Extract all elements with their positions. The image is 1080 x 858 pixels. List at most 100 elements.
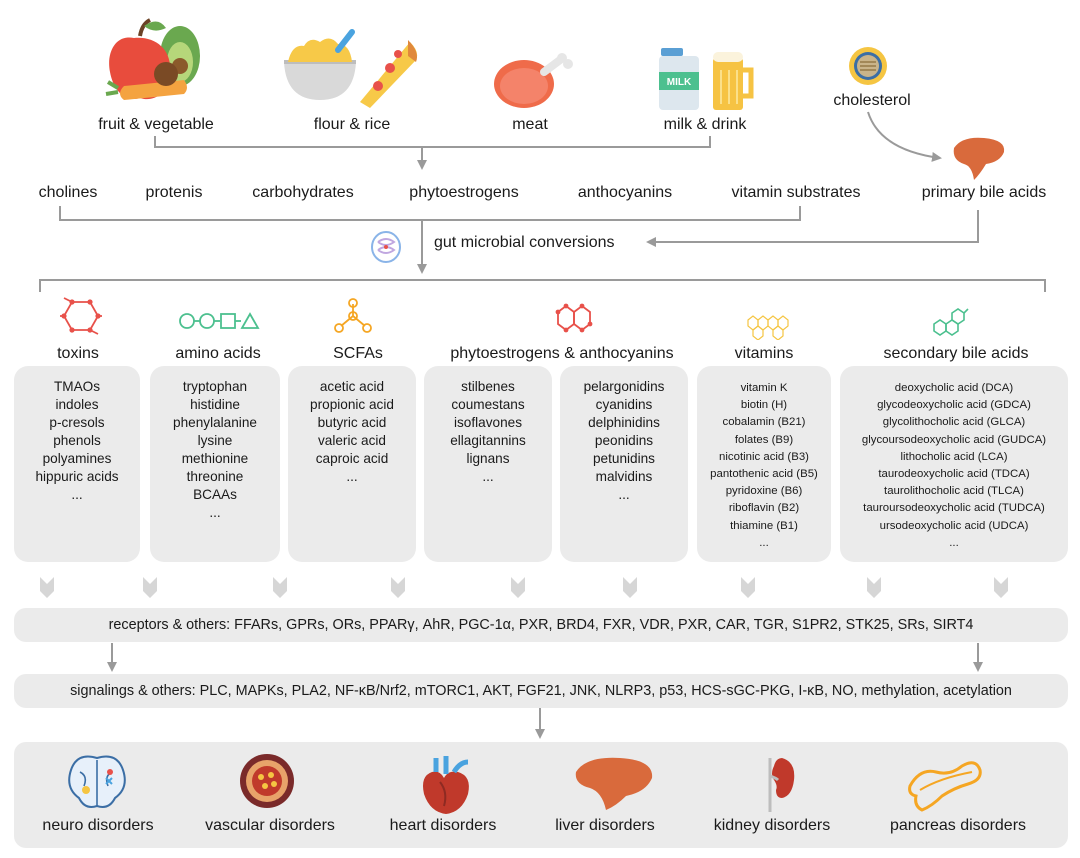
list-item: stilbenes	[461, 379, 515, 394]
chevron-icon	[391, 577, 405, 598]
list-item: BCAAs	[193, 487, 237, 502]
list-item: glycoursodeoxycholic acid (GUDCA)	[861, 433, 1047, 446]
toxins-list: TMAOs indoles p-cresols phenols polyamin…	[14, 378, 140, 504]
brain-icon	[68, 755, 126, 808]
phytoestrogen-molecule-icon	[555, 303, 593, 333]
list-item: hippuric acids	[35, 469, 119, 484]
disorder-pancreas: pancreas disorders	[889, 817, 1027, 834]
chevron-icon	[273, 577, 287, 598]
list-item: biotin (H)	[740, 399, 788, 412]
list-item: malvidins	[595, 469, 653, 484]
list-item: tryptophan	[182, 379, 248, 394]
scfas-list: acetic acid propionic acid butyric acid …	[288, 378, 416, 486]
disorders-panel	[14, 742, 1068, 848]
chevron-icon	[40, 577, 54, 598]
list-item: TMAOs	[53, 379, 101, 394]
kidney-icon	[768, 758, 795, 812]
list-item: ...	[346, 469, 358, 484]
toxins-box: TMAOs indoles p-cresols phenols polyamin…	[14, 366, 140, 562]
list-item: lithocholic acid (LCA)	[900, 450, 1008, 463]
bile-acid-molecule-icon	[933, 308, 969, 336]
amino-acids-box: tryptophan histidine phenylalanine lysin…	[150, 366, 280, 562]
list-item: pyridoxine (B6)	[725, 485, 803, 498]
list-item: methionine	[181, 451, 249, 466]
list-item: ...	[209, 505, 221, 520]
anthocyanins-box: pelargonidins cyanidins delphinidins peo…	[560, 366, 688, 562]
substrate-anthocyanins: anthocyanins	[577, 184, 673, 201]
category-vitamins: vitamins	[734, 345, 794, 362]
list-item: petunidins	[593, 451, 655, 466]
list-item: valeric acid	[318, 433, 386, 448]
substrate-vitamin: vitamin substrates	[731, 184, 861, 201]
receptors-text: receptors & others: FFARs, GPRs, ORs, PP…	[108, 617, 974, 633]
cholesterol-label: cholesterol	[833, 92, 911, 109]
list-item: tauroursodeoxycholic acid (TUDCA)	[863, 502, 1045, 515]
list-item: ursodeoxycholic acid (UDCA)	[879, 519, 1029, 532]
list-item: ...	[482, 469, 494, 484]
substrate-cholines: cholines	[38, 184, 98, 201]
milk-label: MILK	[667, 77, 692, 88]
list-item: threonine	[186, 469, 244, 484]
list-item: phenols	[53, 433, 101, 448]
vitamin-molecule-icon	[747, 315, 789, 340]
milk-drink-icon: MILK	[659, 48, 754, 110]
flour-rice-icon	[284, 29, 418, 108]
toxins-molecule-icon	[60, 297, 102, 335]
list-item: vitamin K	[740, 382, 788, 394]
disorder-kidney: kidney disorders	[713, 817, 831, 834]
blood-vessel-icon	[240, 754, 294, 808]
primary-bile-acids: primary bile acids	[921, 184, 1047, 201]
category-amino-acids: amino acids	[175, 345, 261, 362]
chevron-icon	[511, 577, 525, 598]
signalings-band: signalings & others: PLC, MAPKs, PLA2, N…	[14, 674, 1068, 708]
list-item: glycodeoxycholic acid (GDCA)	[877, 399, 1031, 412]
list-item: cyanidins	[595, 397, 653, 412]
list-item: ...	[949, 536, 959, 549]
list-item: riboflavin (B2)	[728, 502, 800, 515]
chevron-arrows	[40, 577, 1008, 598]
category-secondary-bile-acids: secondary bile acids	[883, 345, 1029, 362]
chevron-icon	[994, 577, 1008, 598]
disorder-neuro: neuro disorders	[42, 817, 154, 834]
list-item: ellagitannins	[450, 433, 526, 448]
list-item: ...	[618, 487, 630, 502]
list-item: delphinidins	[588, 415, 660, 430]
foods-bracket	[154, 136, 711, 148]
list-item: butyric acid	[317, 415, 387, 430]
list-item: taurolithocholic acid (TLCA)	[884, 485, 1024, 498]
list-item: propionic acid	[310, 397, 394, 412]
list-item: peonidins	[594, 433, 654, 448]
food-milk-drink: milk & drink	[663, 116, 747, 133]
anthocyanins-list: pelargonidins cyanidins delphinidins peo…	[560, 378, 688, 504]
scfa-molecule-icon	[334, 298, 372, 333]
list-item: isoflavones	[453, 415, 522, 430]
list-item: caproic acid	[315, 451, 389, 466]
phytoestrogens-box: stilbenes coumestans isoflavones ellagit…	[424, 366, 552, 562]
substrates-bracket	[59, 206, 801, 221]
category-toxins: toxins	[57, 345, 99, 362]
list-item: folates (B9)	[734, 433, 794, 446]
list-item: thiamine (B1)	[730, 519, 798, 532]
food-flour-rice: flour & rice	[313, 116, 391, 133]
substrate-carbohydrates: carbohydrates	[252, 184, 354, 201]
chevron-icon	[741, 577, 755, 598]
receptors-band: receptors & others: FFARs, GPRs, ORs, PP…	[14, 608, 1068, 642]
list-item: lysine	[197, 433, 233, 448]
substrate-protenis: protenis	[145, 184, 203, 201]
heart-icon	[423, 756, 469, 814]
vitamins-box: vitamin K biotin (H) cobalamin (B21) fol…	[697, 366, 831, 562]
food-meat: meat	[512, 116, 548, 133]
scfas-box: acetic acid propionic acid butyric acid …	[288, 366, 416, 562]
cholesterol-icon	[849, 47, 887, 85]
list-item: histidine	[190, 397, 240, 412]
liver-organ-icon	[575, 757, 653, 810]
list-item: p-cresols	[49, 415, 105, 430]
category-scfas: SCFAs	[333, 345, 383, 362]
disorder-heart: heart disorders	[389, 817, 497, 834]
gut-conversion-label: gut microbial conversions	[434, 234, 615, 251]
list-item: lignans	[466, 451, 510, 466]
list-item: phenylalanine	[173, 415, 257, 430]
list-item: cobalamin (B21)	[722, 416, 806, 429]
phytoestrogens-list: stilbenes coumestans isoflavones ellagit…	[424, 378, 552, 486]
list-item: indoles	[55, 397, 99, 412]
